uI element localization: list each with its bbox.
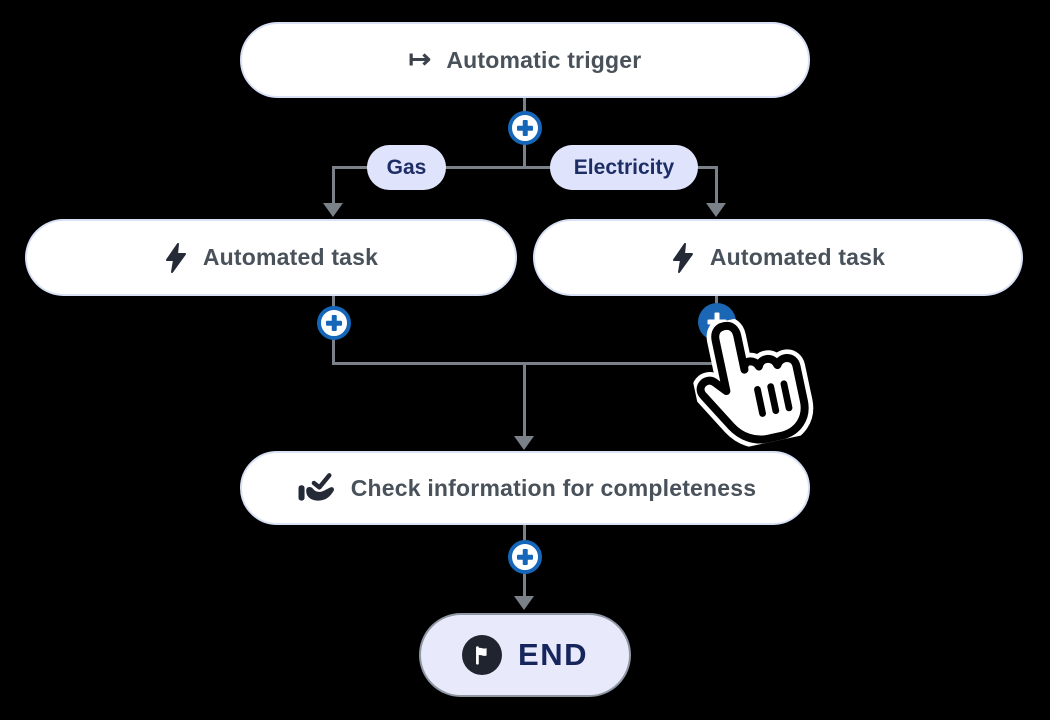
node-automated-task-electricity[interactable]: Automated task [533,219,1023,296]
connector-line [715,166,718,206]
branch-label-text: Electricity [573,155,675,179]
lightning-icon [672,242,693,273]
add-step-button[interactable] [508,111,542,145]
branch-label-electricity[interactable]: Electricity [550,145,698,190]
plus-icon [522,549,528,565]
node-automated-task-gas[interactable]: Automated task [25,219,517,296]
add-step-button[interactable] [508,540,542,574]
arrow-down-icon [514,436,534,450]
arrow-down-icon [514,596,534,610]
node-automatic-trigger[interactable]: ↦ Automatic trigger [240,22,810,98]
node-check-information[interactable]: Check information for completeness [240,451,810,525]
lightning-icon [165,242,186,273]
branch-label-gas[interactable]: Gas [367,145,446,190]
flag-icon [462,635,503,675]
connector-line [523,362,526,438]
connector-line [332,166,335,206]
node-end[interactable]: END [419,613,631,697]
manual-check-hand-icon [298,472,334,501]
add-step-button[interactable] [317,306,351,340]
arrow-down-icon [706,203,726,217]
node-label: Automated task [202,244,379,270]
node-label: Automatic trigger [446,46,642,73]
trigger-start-arrow-icon: ↦ [408,43,432,74]
node-label: Automated task [709,244,886,270]
hand-pointer-cursor-icon [682,305,825,460]
node-label: END [518,637,588,672]
branch-label-text: Gas [386,155,427,179]
arrow-down-icon [323,203,343,217]
connector-line [332,166,718,169]
node-label: Check information for completeness [350,474,757,501]
plus-icon [522,120,528,136]
plus-icon [331,315,337,331]
